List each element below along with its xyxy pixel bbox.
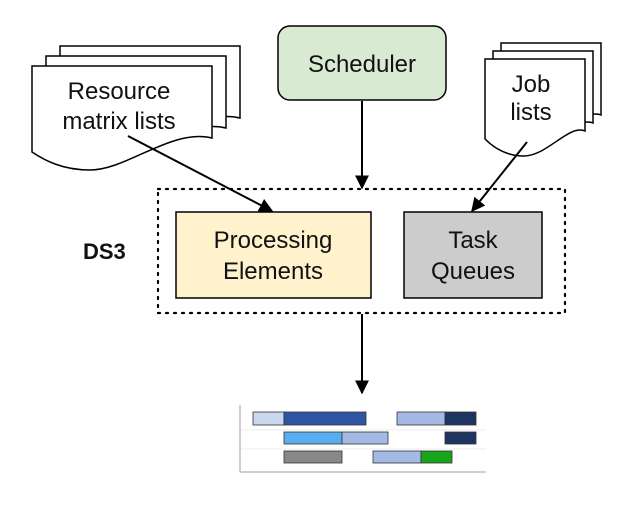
task-queues-node: Task Queues [403, 211, 543, 299]
task-queues-line2: Queues [431, 258, 515, 285]
resource-matrix-lists-line2: matrix lists [62, 108, 175, 135]
arrow-jobs-to-queues [471, 141, 528, 213]
job-lists-doc: Job lists [484, 42, 602, 157]
processing-elements-line1: Processing [214, 227, 333, 254]
gantt-bar [283, 411, 367, 426]
processing-elements-node: Processing Elements [175, 211, 372, 299]
job-lists-line2: lists [510, 99, 551, 126]
processing-elements-line2: Elements [223, 258, 323, 285]
gantt-bar [283, 450, 343, 464]
scheduler-node: Scheduler [277, 25, 447, 101]
gantt-bar [252, 411, 285, 426]
ds3-label: DS3 [83, 239, 126, 264]
gantt-schedule [239, 405, 486, 473]
job-lists-line1: Job [512, 71, 551, 98]
resource-matrix-lists-doc: Resource matrix lists [31, 45, 241, 171]
scheduler-label: Scheduler [308, 51, 416, 78]
gantt-bar [444, 431, 477, 445]
gantt-bar [444, 411, 477, 426]
resource-matrix-lists-line1: Resource [68, 78, 171, 105]
arrow-resource-to-processing [127, 135, 274, 212]
gantt-bar [396, 411, 446, 426]
gantt-bar [372, 450, 422, 464]
ds3-boundary [156, 187, 567, 315]
gantt-bar [420, 450, 453, 464]
task-queues-line1: Task [448, 227, 498, 254]
gantt-bar [283, 431, 343, 445]
gantt-bar [341, 431, 389, 445]
